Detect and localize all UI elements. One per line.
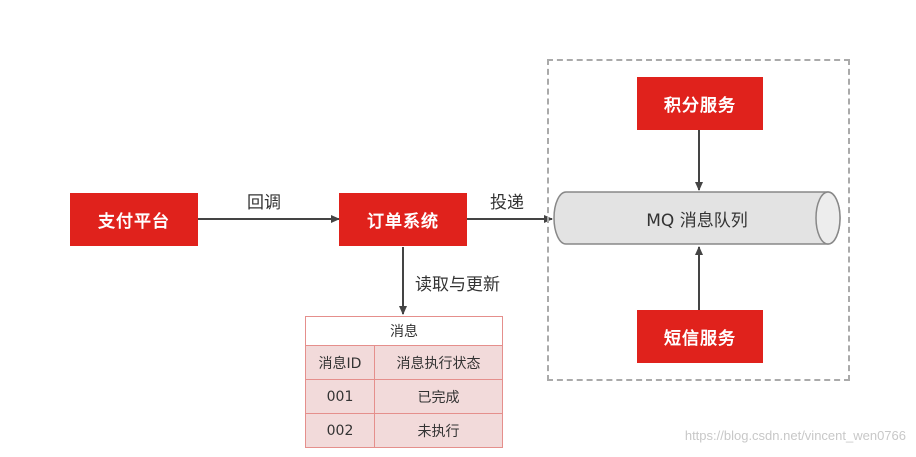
table-header-status: 消息执行状态 (374, 345, 503, 380)
node-order-system: 订单系统 (339, 193, 467, 246)
node-points-service: 积分服务 (637, 77, 763, 130)
node-sms-service: 短信服务 (637, 310, 763, 363)
table-title: 消息 (305, 316, 503, 346)
watermark-text: https://blog.csdn.net/vincent_wen0766 (684, 428, 906, 443)
edge-label-callback: 回调 (247, 193, 281, 213)
consumer-group-boundary (547, 59, 850, 381)
table-header-id: 消息ID (305, 345, 375, 380)
table-cell-id: 002 (305, 413, 375, 448)
table-row: 001 已完成 (305, 379, 503, 414)
mq-label: MQ 消息队列 (646, 210, 748, 231)
node-payment-platform: 支付平台 (70, 193, 198, 246)
mq-cylinder (553, 191, 841, 245)
edge-label-deliver: 投递 (490, 193, 524, 213)
message-table: 消息 消息ID 消息执行状态 001 已完成 002 未执行 (305, 316, 503, 448)
table-cell-id: 001 (305, 379, 375, 414)
table-cell-status: 已完成 (374, 379, 503, 414)
table-row: 002 未执行 (305, 413, 503, 448)
edge-label-read-update: 读取与更新 (415, 275, 500, 295)
table-cell-status: 未执行 (374, 413, 503, 448)
